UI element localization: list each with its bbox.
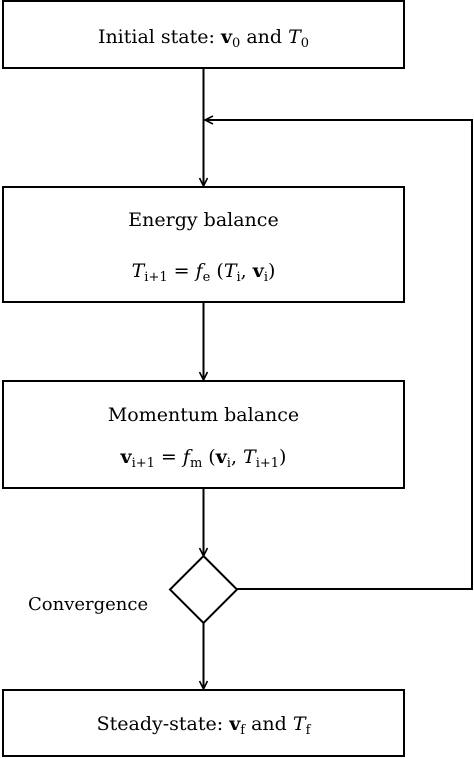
energy-lhs: T (131, 260, 145, 282)
initial-t-subscript: 0 (300, 36, 310, 51)
momentum-lhs-sub: i+1 (131, 456, 155, 471)
final-t-symbol: T (292, 713, 306, 735)
momentum-balance-title: Momentum balance (107, 404, 300, 426)
final-t-subscript: f (305, 723, 311, 738)
initial-v-subscript: 0 (232, 36, 241, 51)
initial-v-symbol: v (220, 26, 232, 48)
energy-equals: = (167, 260, 196, 282)
initial-state-text: Initial state: v0 and T0 (4, 25, 403, 51)
final-prefix: Steady-state: (96, 713, 230, 735)
initial-state-box: Initial state: v0 and T0 (2, 0, 405, 69)
final-v-symbol: v (229, 713, 241, 735)
initial-prefix: Initial state: (97, 26, 221, 48)
energy-balance-title: Energy balance (128, 209, 279, 231)
momentum-balance-equation: vi+1 = fm (vi, Ti+1) (4, 445, 403, 471)
energy-comma: , (240, 260, 253, 282)
momentum-comma: , (230, 446, 244, 468)
initial-connector: and (240, 26, 289, 48)
feedback-loop-line (205, 120, 473, 590)
energy-balance-box: Energy balance Ti+1 = fe (Ti, vi) (2, 186, 405, 303)
momentum-arg2-sub: i+1 (255, 456, 280, 471)
momentum-close-paren: ) (279, 446, 287, 468)
momentum-arg1: v (215, 446, 227, 468)
energy-lhs-sub: i+1 (144, 270, 168, 285)
momentum-lhs: v (120, 446, 132, 468)
momentum-fn-sub: m (189, 456, 203, 471)
energy-close-paren: ) (267, 260, 276, 282)
energy-fn: f (195, 260, 203, 282)
final-v-subscript: f (240, 723, 246, 738)
convergence-diamond (168, 554, 239, 625)
convergence-label: Convergence (28, 594, 149, 615)
energy-arg2: v (252, 260, 264, 282)
energy-arg2-sub: i (263, 270, 268, 285)
momentum-equals: = (154, 446, 183, 468)
initial-t-symbol: T (288, 26, 301, 48)
steady-state-box: Steady-state: vf and Tf (2, 689, 405, 757)
momentum-arg1-sub: i (226, 456, 231, 471)
momentum-arg2: T (243, 446, 256, 468)
energy-fn-sub: e (202, 270, 211, 285)
steady-state-text: Steady-state: vf and Tf (4, 712, 403, 738)
momentum-balance-box: Momentum balance vi+1 = fm (vi, Ti+1) (2, 380, 405, 489)
final-connector: and (245, 713, 293, 735)
momentum-fn: f (182, 446, 190, 468)
energy-arg1: T (223, 260, 237, 282)
energy-balance-equation: Ti+1 = fe (Ti, vi) (4, 259, 403, 285)
momentum-open-paren: ( (202, 446, 216, 468)
energy-open-paren: ( (210, 260, 224, 282)
energy-arg1-sub: i (236, 270, 241, 285)
